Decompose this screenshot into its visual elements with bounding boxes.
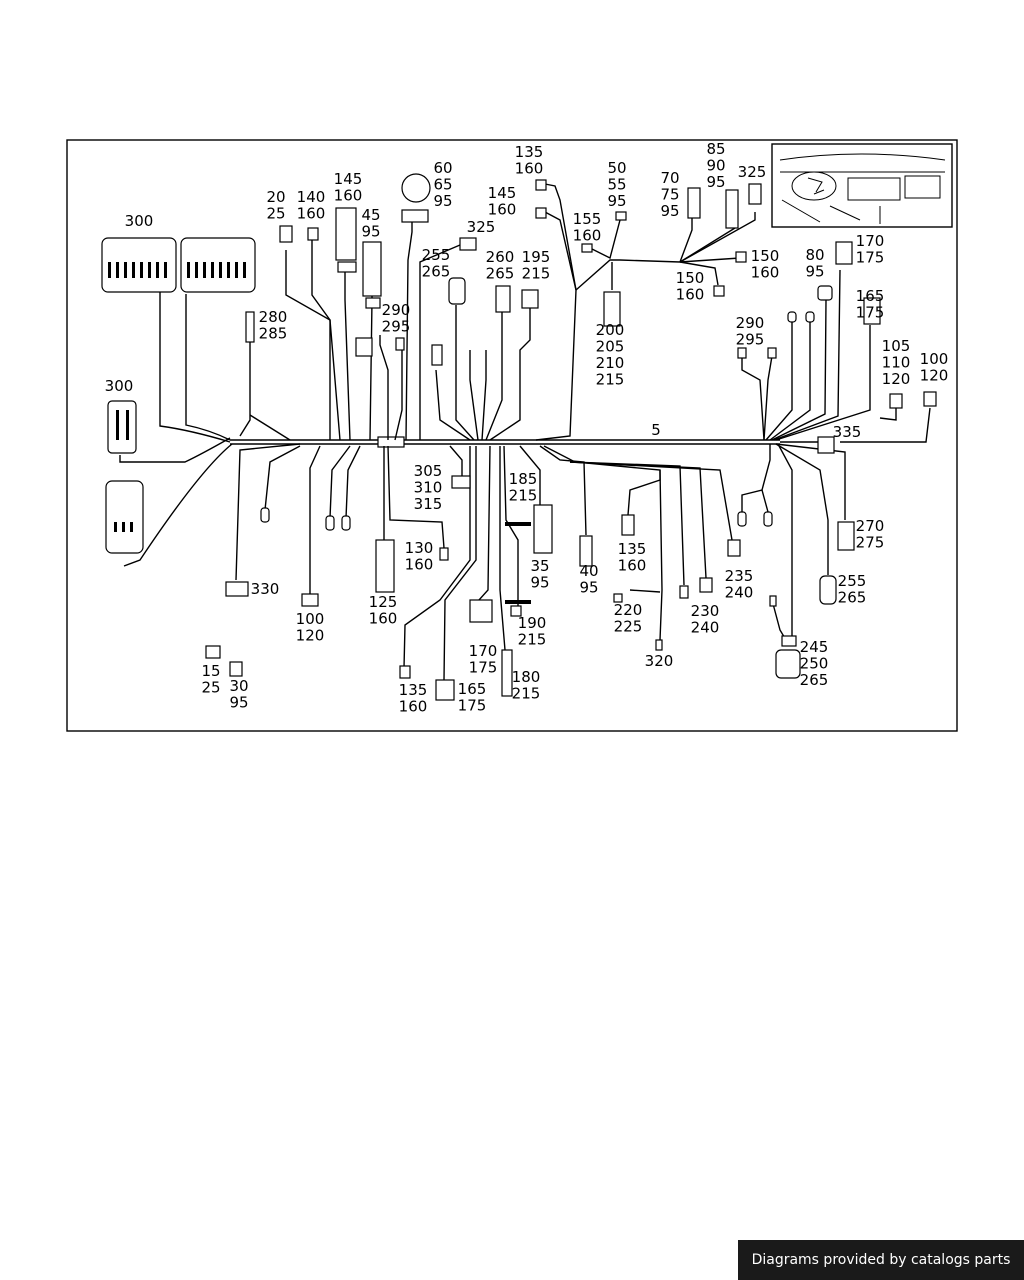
main-harness [119,292,780,567]
right-branches [741,269,931,641]
callout-label-46: 320 [645,652,674,670]
callout-label-1: 300 [105,377,134,395]
dashboard-inset [771,143,953,228]
callout-label-9: 325 [467,218,496,236]
callout-label-37: 330 [251,580,280,598]
harness-main-label: 5 [651,421,661,439]
callout-label-0: 300 [125,212,154,230]
footer-credit: Diagrams provided by catalogs parts [738,1240,1024,1280]
wiring-harness-diagram: 5 30030020251401601451604595606595135160… [66,139,958,732]
callout-label-17: 325 [738,163,767,181]
callout-label-29: 335 [833,423,862,441]
connectors [101,173,937,701]
